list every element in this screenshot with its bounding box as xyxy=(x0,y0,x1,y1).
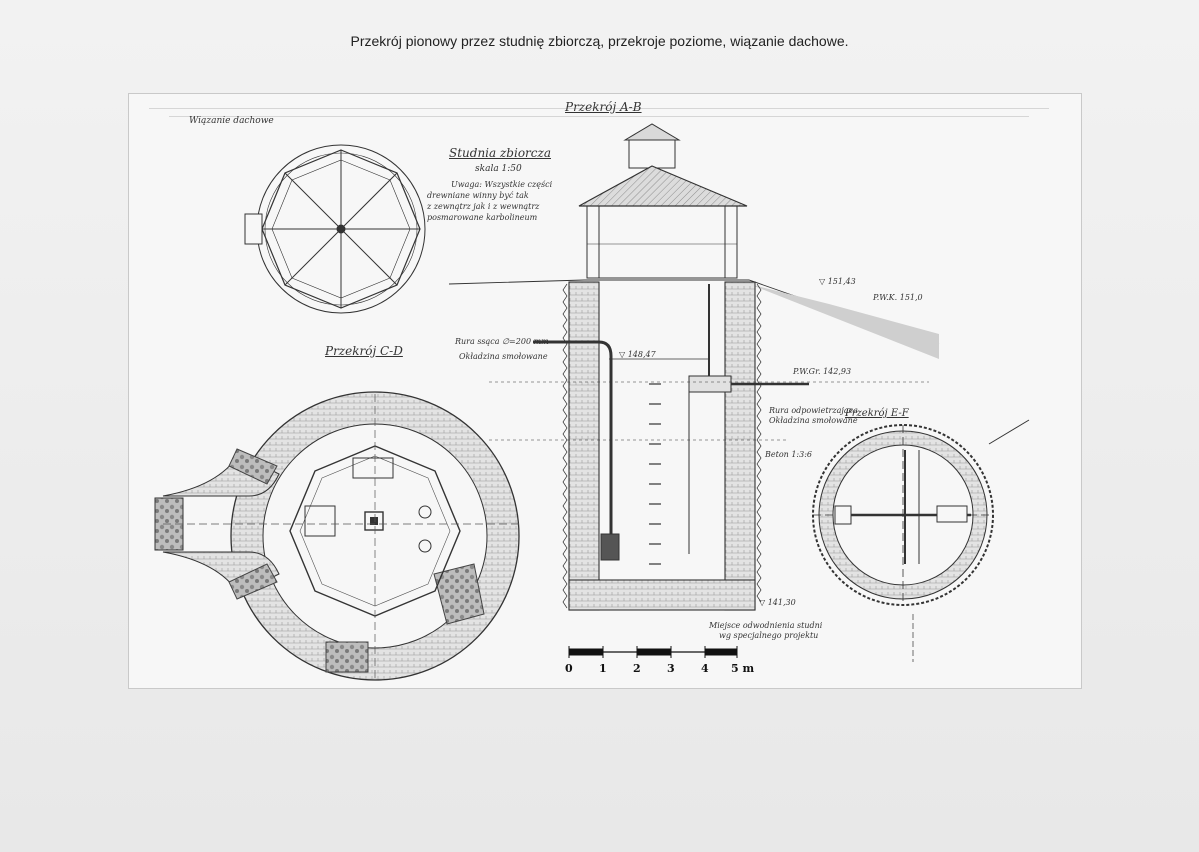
section-ab-label: Przekrój A-B xyxy=(565,100,642,114)
level-bottom: ▽ 141,30 xyxy=(759,598,796,607)
scale-bar xyxy=(568,646,738,658)
ghost-line xyxy=(149,108,1049,109)
technical-drawing-sheet: Wiązanie dachowe Studnia zbiorcza skala … xyxy=(128,93,1082,689)
bottom-note-2: wg specjalnego projektu xyxy=(719,631,819,640)
scale-tick-5: 5 m xyxy=(731,662,755,675)
scale-tick-1: 1 xyxy=(599,662,607,675)
bottom-note-1: Miejsce odwodnienia studni xyxy=(709,621,823,630)
section-cd-plan xyxy=(154,391,521,681)
ghost-line xyxy=(169,116,1029,117)
level-terrain: P.W.K. 151,0 xyxy=(873,293,923,302)
scale-tick-3: 3 xyxy=(667,662,675,675)
well-title: Studnia zbiorcza xyxy=(449,146,551,160)
sleeves2-label: Okładzina smołowane xyxy=(769,416,858,425)
note-line-4: posmarowane karbolineum xyxy=(427,213,538,222)
scale-tick-0: 0 xyxy=(565,662,573,675)
concrete-label: Beton 1:3:6 xyxy=(765,450,812,459)
scale-tick-2: 2 xyxy=(633,662,641,675)
vertical-section-ab xyxy=(448,123,940,611)
section-ef-label: Przekrój E-F xyxy=(845,408,909,419)
roof-truss-label: Wiązanie dachowe xyxy=(189,116,274,126)
level-148: ▽ 148,47 xyxy=(619,350,656,359)
note-line-1: Uwaga: Wszystkie części xyxy=(451,180,553,189)
figure-caption: Przekrój pionowy przez studnię zbiorczą,… xyxy=(350,33,849,49)
section-cd-label: Przekrój C-D xyxy=(325,344,403,358)
level-mid: P.W.Gr. 142,93 xyxy=(793,367,852,376)
overflow-label: Rura odpowietrzająca xyxy=(769,406,858,415)
level-top: ▽ 151,43 xyxy=(819,277,856,286)
well-scale: skala 1:50 xyxy=(475,164,522,174)
scale-tick-4: 4 xyxy=(701,662,709,675)
pipe-label: Rura ssąca ∅=200 mm xyxy=(455,337,549,346)
drawing-svg xyxy=(154,123,1030,681)
note-line-2: drewniane winny być tak xyxy=(427,191,529,200)
section-ef-plan xyxy=(812,419,1030,662)
sleeves-label: Okładzina smołowane xyxy=(459,352,548,361)
roof-truss-plan xyxy=(244,144,426,314)
note-line-3: z zewnątrz jak i z wewnątrz xyxy=(427,202,540,211)
